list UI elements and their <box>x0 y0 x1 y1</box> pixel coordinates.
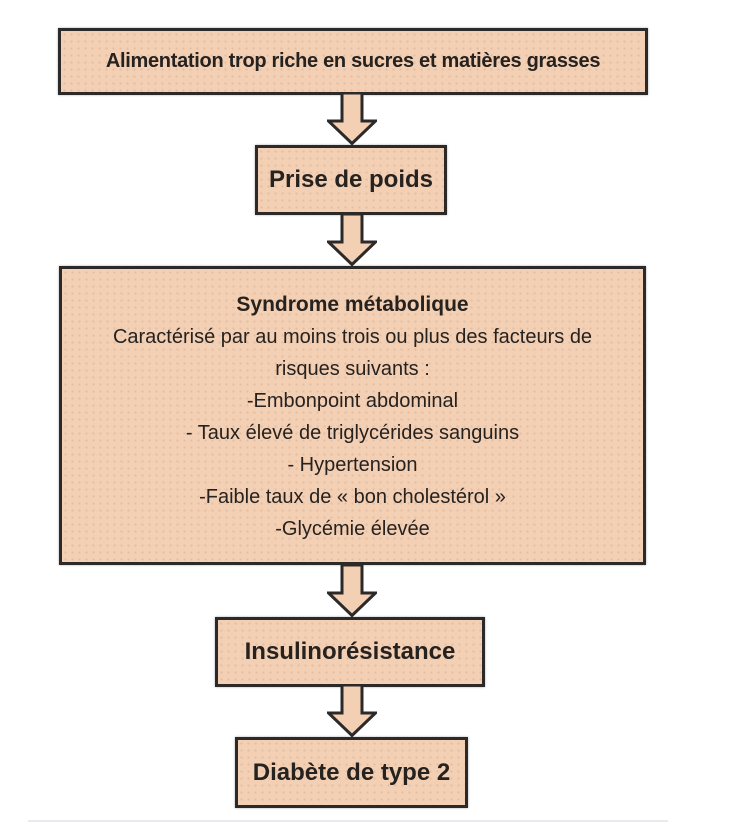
syndrome-criteria-line: - Taux élevé de triglycérides sanguins <box>185 422 520 444</box>
syndrome-criteria-line: - Hypertension <box>287 454 418 476</box>
node-metabolic-syndrome-title: Syndrome métabolique <box>236 293 469 316</box>
down-arrow-icon <box>327 93 377 145</box>
node-diet: Alimentation trop riche en sucres et mat… <box>58 28 648 95</box>
syndrome-criteria-line: risques suivants : <box>275 358 430 380</box>
down-arrow-icon <box>327 214 377 266</box>
syndrome-criteria-line: -Glycémie élevée <box>275 518 430 540</box>
syndrome-criteria-line: -Embonpoint abdominal <box>246 390 459 412</box>
node-insulin-resistance: Insulinorésistance <box>215 617 485 687</box>
down-arrow-icon <box>327 685 377 737</box>
node-type2-diabetes-label: Diabète de type 2 <box>252 758 451 786</box>
syndrome-criteria-line: Caractérisé par au moins trois ou plus d… <box>112 326 593 348</box>
node-weight-gain-label: Prise de poids <box>268 166 434 193</box>
node-insulin-resistance-label: Insulinorésistance <box>244 638 456 665</box>
syndrome-criteria-line: -Faible taux de « bon cholestérol » <box>199 486 506 508</box>
node-weight-gain: Prise de poids <box>255 145 447 215</box>
node-type2-diabetes: Diabète de type 2 <box>235 737 468 808</box>
node-metabolic-syndrome: Syndrome métabolique Caractérisé par au … <box>59 266 646 565</box>
down-arrow-icon <box>327 565 377 617</box>
bottom-divider <box>28 820 668 822</box>
node-diet-label: Alimentation trop riche en sucres et mat… <box>105 50 601 72</box>
